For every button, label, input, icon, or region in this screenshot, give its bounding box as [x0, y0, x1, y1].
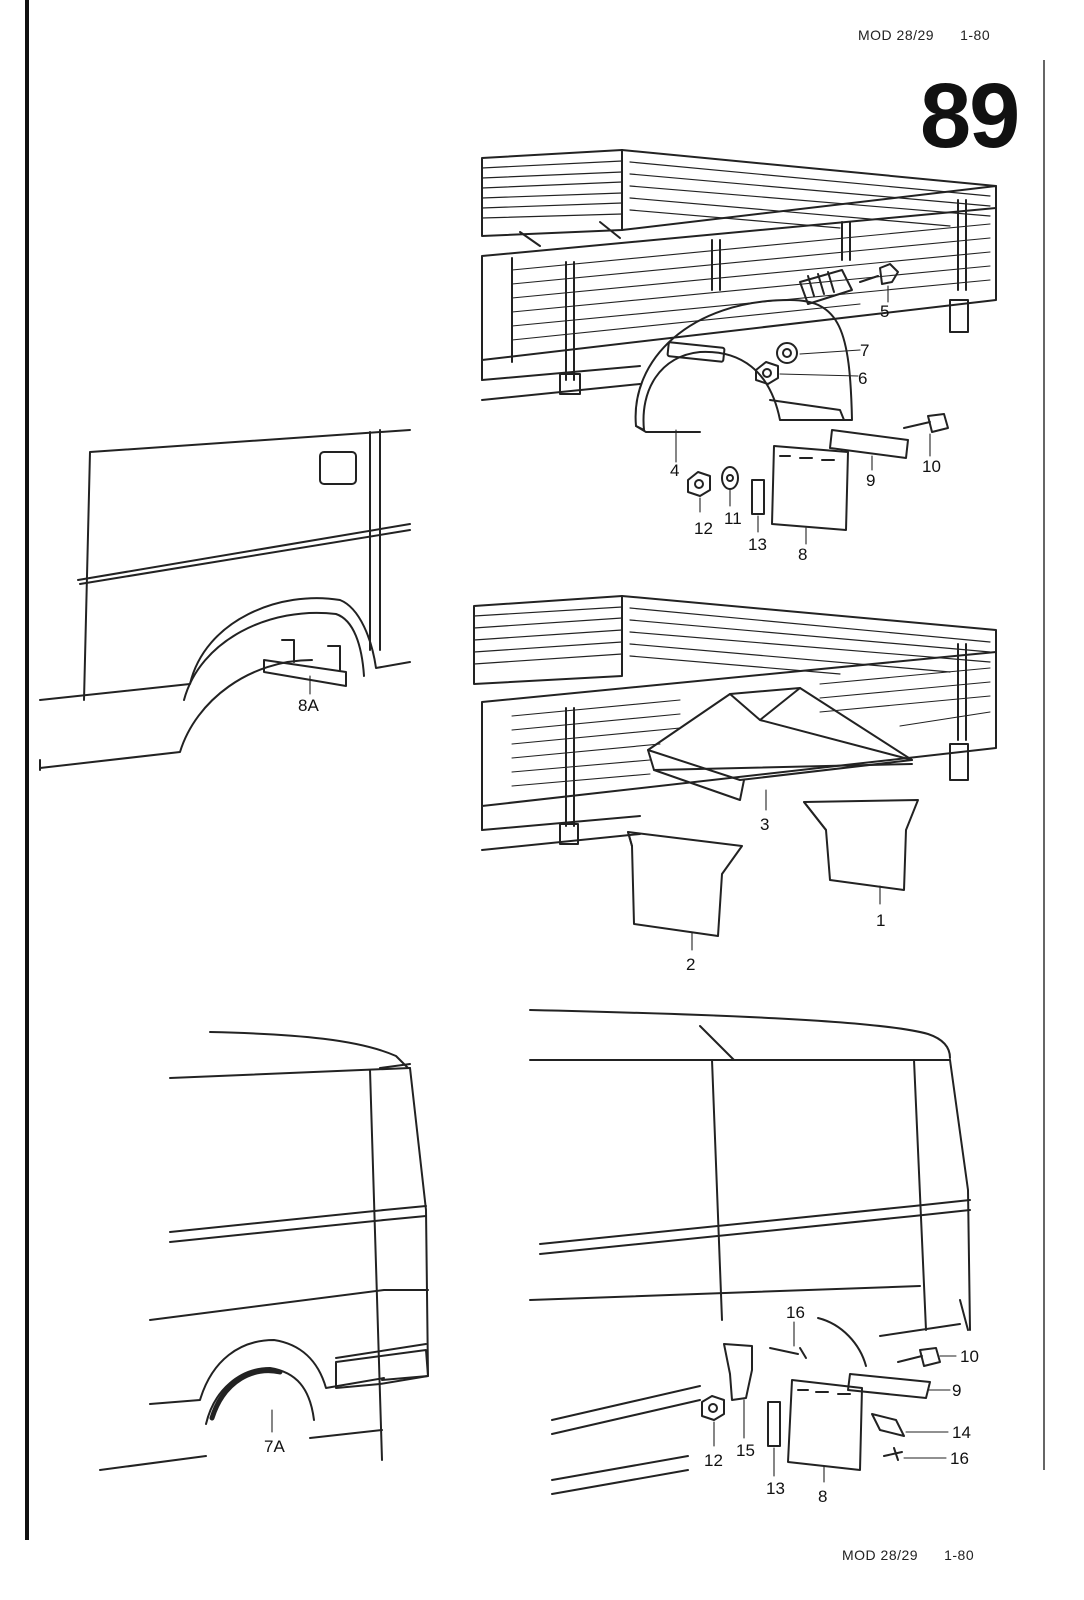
callouts-long-van-flap: 16 10 9 14 16 12 15 13 8	[704, 1303, 979, 1506]
page-number: 89	[920, 65, 1020, 167]
callout-label: 14	[952, 1423, 971, 1442]
callout-label: 3	[760, 815, 769, 834]
footer-edition: 1-80	[944, 1547, 975, 1563]
callout-label: 4	[670, 461, 679, 480]
callout-label: 10	[922, 457, 941, 476]
callout-label: 13	[748, 535, 767, 554]
callout-label: 16	[786, 1303, 805, 1322]
van-side-bracket-drawing	[39, 429, 411, 771]
callout-label: 12	[694, 519, 713, 538]
footer-model: MOD 28/29	[842, 1547, 919, 1563]
callout-label: 8A	[298, 696, 319, 715]
short-van-drawing	[99, 1031, 429, 1471]
callout-label: 12	[704, 1451, 723, 1470]
callout-label: 11	[724, 509, 742, 528]
callouts-short-van: 7A	[264, 1437, 285, 1456]
callouts-van-bracket: 8A	[298, 696, 319, 715]
callout-label: 16	[950, 1449, 969, 1468]
header-model: MOD 28/29	[858, 27, 935, 43]
pickup-box-housing-drawing	[473, 595, 997, 951]
callout-label: 10	[960, 1347, 979, 1366]
callout-label: 13	[766, 1479, 785, 1498]
callout-label: 8	[798, 545, 807, 564]
callouts-pickup-box: 3 1 2	[686, 815, 885, 974]
long-van-flap-drawing	[529, 1009, 971, 1495]
header-ref: MOD 28/29 1-80	[858, 27, 990, 43]
pickup-box-fender-drawing	[481, 149, 997, 545]
callout-label: 9	[952, 1381, 961, 1400]
header-edition: 1-80	[960, 27, 991, 43]
callout-label: 15	[736, 1441, 755, 1460]
callout-label: 1	[876, 911, 885, 930]
callout-label: 7A	[264, 1437, 285, 1456]
callouts-pickup-fender: 5 7 6 10 4 9 12 11 13 8	[670, 302, 941, 564]
callout-label: 2	[686, 955, 695, 974]
callout-label: 8	[818, 1487, 827, 1506]
callout-label: 9	[866, 471, 875, 490]
footer-ref: MOD 28/29 1-80	[842, 1547, 974, 1563]
callout-label: 7	[860, 341, 869, 360]
callout-label: 6	[858, 369, 867, 388]
callout-label: 5	[880, 302, 889, 321]
